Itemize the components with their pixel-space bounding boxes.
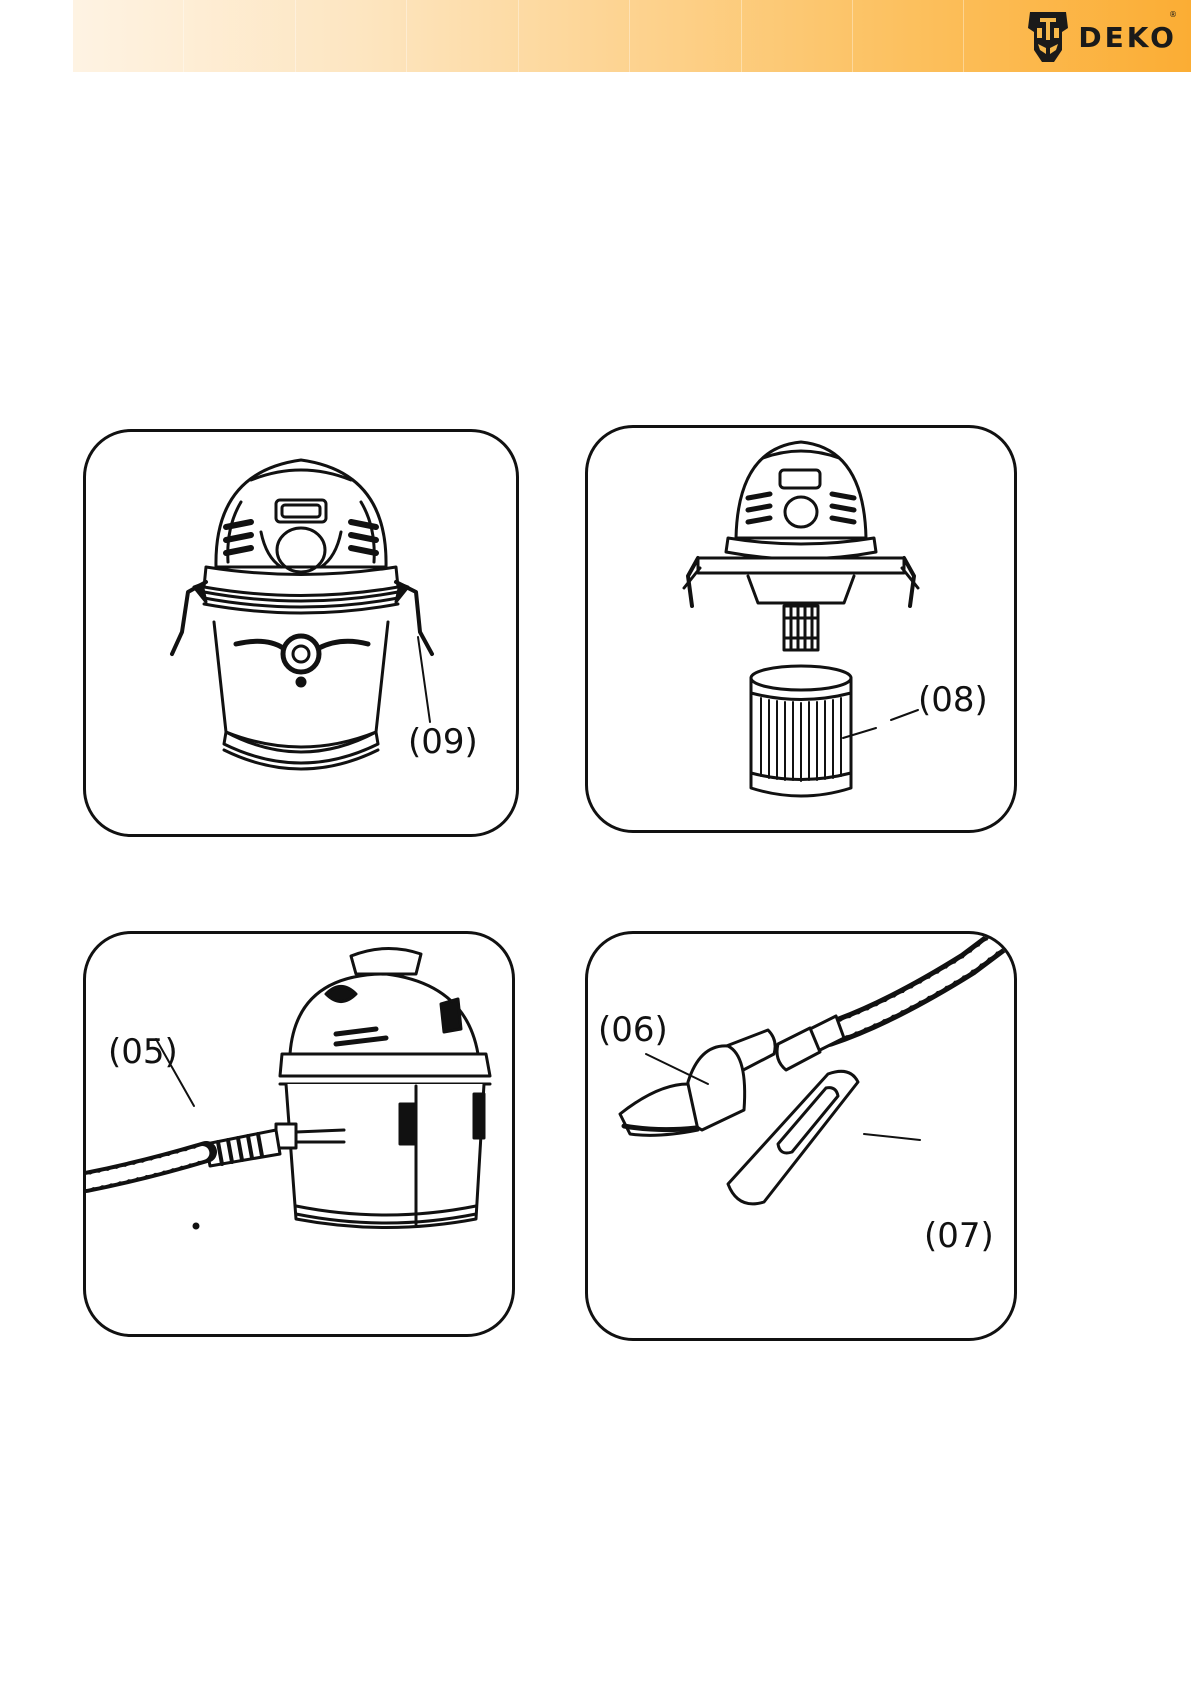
accessories-illustration xyxy=(588,934,1014,1338)
figure-panel-accessories: (06) (07) xyxy=(585,931,1017,1341)
figure-panel-clips: (09) xyxy=(83,429,519,837)
figure-panel-filter: (08) xyxy=(585,425,1017,833)
hose-attach-illustration xyxy=(86,934,512,1334)
vacuum-upright-illustration xyxy=(86,432,516,834)
callout-07: (07) xyxy=(924,1216,994,1256)
callout-08: (08) xyxy=(918,680,988,720)
callout-05: (05) xyxy=(108,1032,178,1072)
callout-09: (09) xyxy=(408,722,478,762)
brand-logo: DEKO ® xyxy=(1026,10,1177,64)
figure-panel-hose: (05) xyxy=(83,931,515,1337)
filter-removal-illustration xyxy=(588,428,1014,830)
header-band: DEKO ® xyxy=(73,0,1191,72)
transformer-mask-icon xyxy=(1026,10,1070,64)
registered-mark: ® xyxy=(1169,10,1177,19)
callout-06: (06) xyxy=(598,1010,668,1050)
brand-name: DEKO xyxy=(1078,21,1177,54)
